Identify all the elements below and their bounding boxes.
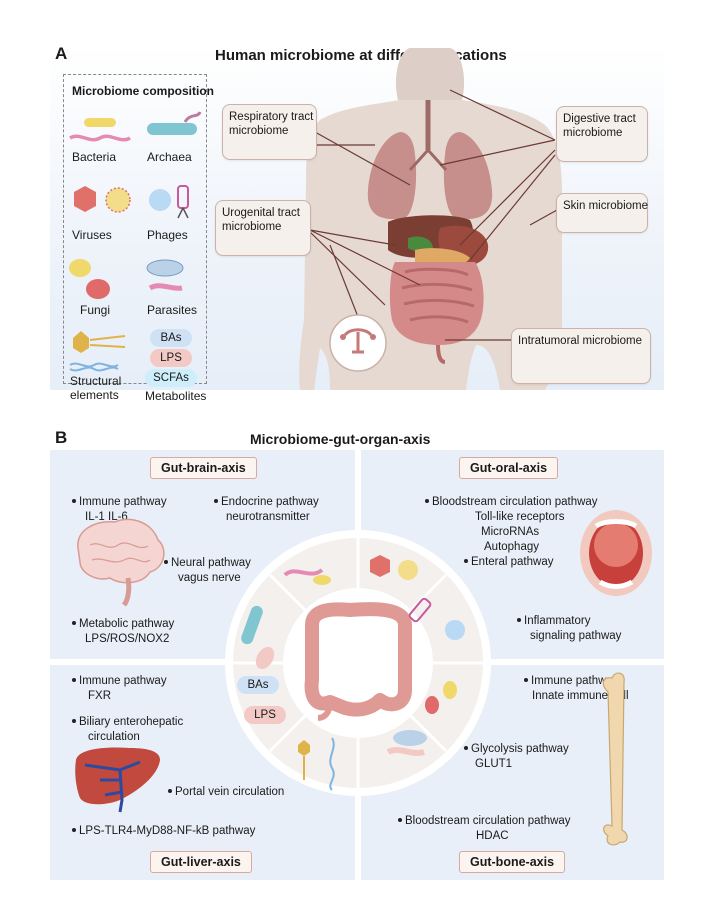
archaea-label: Archaea [147, 150, 192, 164]
liver-portal-vein: Portal vein circulation [168, 785, 284, 799]
brain-endocrine-sub: neurotransmitter [226, 511, 310, 523]
bacteria-icon [69, 118, 131, 142]
brain-neural-pathway: Neural pathway [164, 556, 251, 570]
brain-metabolic-pathway: Metabolic pathway [72, 617, 174, 631]
wheel-microbe-icons [241, 555, 465, 791]
center-pill-lps: LPS [244, 706, 286, 724]
bone-glycolysis-pathway: Glycolysis pathway [464, 742, 569, 756]
intratumoral-bubble: Intratumoral microbiome [511, 328, 651, 384]
gut-bone-axis-tag: Gut-bone-axis [459, 851, 566, 873]
metabolite-pill-lps: LPS [150, 349, 192, 367]
bone-bloodstream-pathway: Bloodstream circulation pathway [398, 814, 571, 828]
brain-immune-sub: IL-1 IL-6 [85, 511, 128, 523]
phage-icon [149, 185, 189, 219]
oral-enteral-pathway: Enteral pathway [464, 555, 553, 569]
panel-a-letter: A [55, 44, 68, 63]
reproductive-organ-inset [329, 314, 387, 372]
skin-bubble: Skin microbiome [556, 193, 648, 233]
fungi-label: Fungi [80, 303, 111, 317]
oral-autophagy: Autophagy [484, 541, 539, 553]
colon-icon [304, 602, 412, 721]
bone-immune-sub: Innate immune cell [532, 690, 629, 702]
digestive-tract-bubble: Digestive tract microbiome [556, 106, 648, 162]
intestines [389, 262, 484, 364]
gut-oral-axis-tag: Gut-oral-axis [459, 457, 559, 479]
connector-lines [309, 89, 558, 341]
metabolites-label: Metabolites [145, 389, 207, 403]
bone-glycolysis-sub: GLUT1 [475, 758, 513, 770]
bacteria-label: Bacteria [72, 150, 117, 164]
respiratory-tract-label: Respiratory tract microbiome [229, 111, 314, 137]
bone-immune-pathway: Immune pathway [524, 674, 619, 688]
parasite-icon [146, 259, 184, 291]
liver-biliary-circulation: Biliary enterohepatic [72, 715, 183, 729]
digestive-tract-label: Digestive tract microbiome [563, 113, 636, 139]
brain-endocrine-pathway: Endocrine pathway [214, 495, 319, 509]
liver-lps-pathway: LPS-TLR4-MyD88-NF-kB pathway [72, 824, 255, 838]
metabolite-pill-bas: BAs [150, 329, 192, 347]
metabolite-pill-scfas: SCFAs [145, 369, 197, 387]
oral-toll-like-receptors: Toll-like receptors [475, 511, 565, 523]
liver-biliary-sub: circulation [88, 731, 140, 743]
gut-liver-axis-tag: Gut-liver-axis [150, 851, 252, 873]
viruses-label: Viruses [72, 228, 112, 242]
oral-inflammatory-pathway: Inflammatory [517, 614, 590, 628]
intratumoral-label: Intratumoral microbiome [518, 335, 642, 347]
skin-label: Skin microbiome [563, 200, 648, 212]
urogenital-tract-bubble: Urogenital tract microbiome [215, 200, 311, 256]
parasites-label: Parasites [147, 303, 198, 317]
respiratory-tract-bubble: Respiratory tract microbiome [222, 104, 317, 160]
brain-neural-sub: vagus nerve [178, 572, 241, 584]
brain-immune-pathway: Immune pathway [72, 495, 167, 509]
structural-elements-icon [69, 331, 126, 372]
panel-b-letter: B [55, 428, 68, 447]
oral-inflammatory-sub: signaling pathway [530, 630, 622, 642]
gut-brain-axis-tag: Gut-brain-axis [150, 457, 257, 479]
structural-elements-label: Structural elements [70, 374, 122, 402]
center-pill-bas: BAs [237, 676, 279, 694]
liver-stomach [388, 215, 489, 267]
oral-micrornas: MicroRNAs [481, 526, 540, 538]
fungi-icon [69, 259, 110, 299]
archaea-icon [147, 111, 202, 135]
composition-title: Microbiome composition [72, 84, 215, 98]
urogenital-tract-label: Urogenital tract microbiome [222, 207, 300, 233]
phages-label: Phages [147, 228, 188, 242]
bone-bloodstream-sub: HDAC [476, 830, 509, 842]
panel-b-title: Microbiome-gut-organ-axis [250, 431, 431, 447]
liver-immune-sub: FXR [88, 690, 111, 702]
virus-icon [74, 186, 131, 213]
oral-bloodstream-pathway: Bloodstream circulation pathway [425, 495, 598, 509]
liver-immune-pathway: Immune pathway [72, 674, 167, 688]
microbiome-composition-box [63, 74, 207, 384]
brain-metabolic-sub: LPS/ROS/NOX2 [85, 633, 170, 645]
